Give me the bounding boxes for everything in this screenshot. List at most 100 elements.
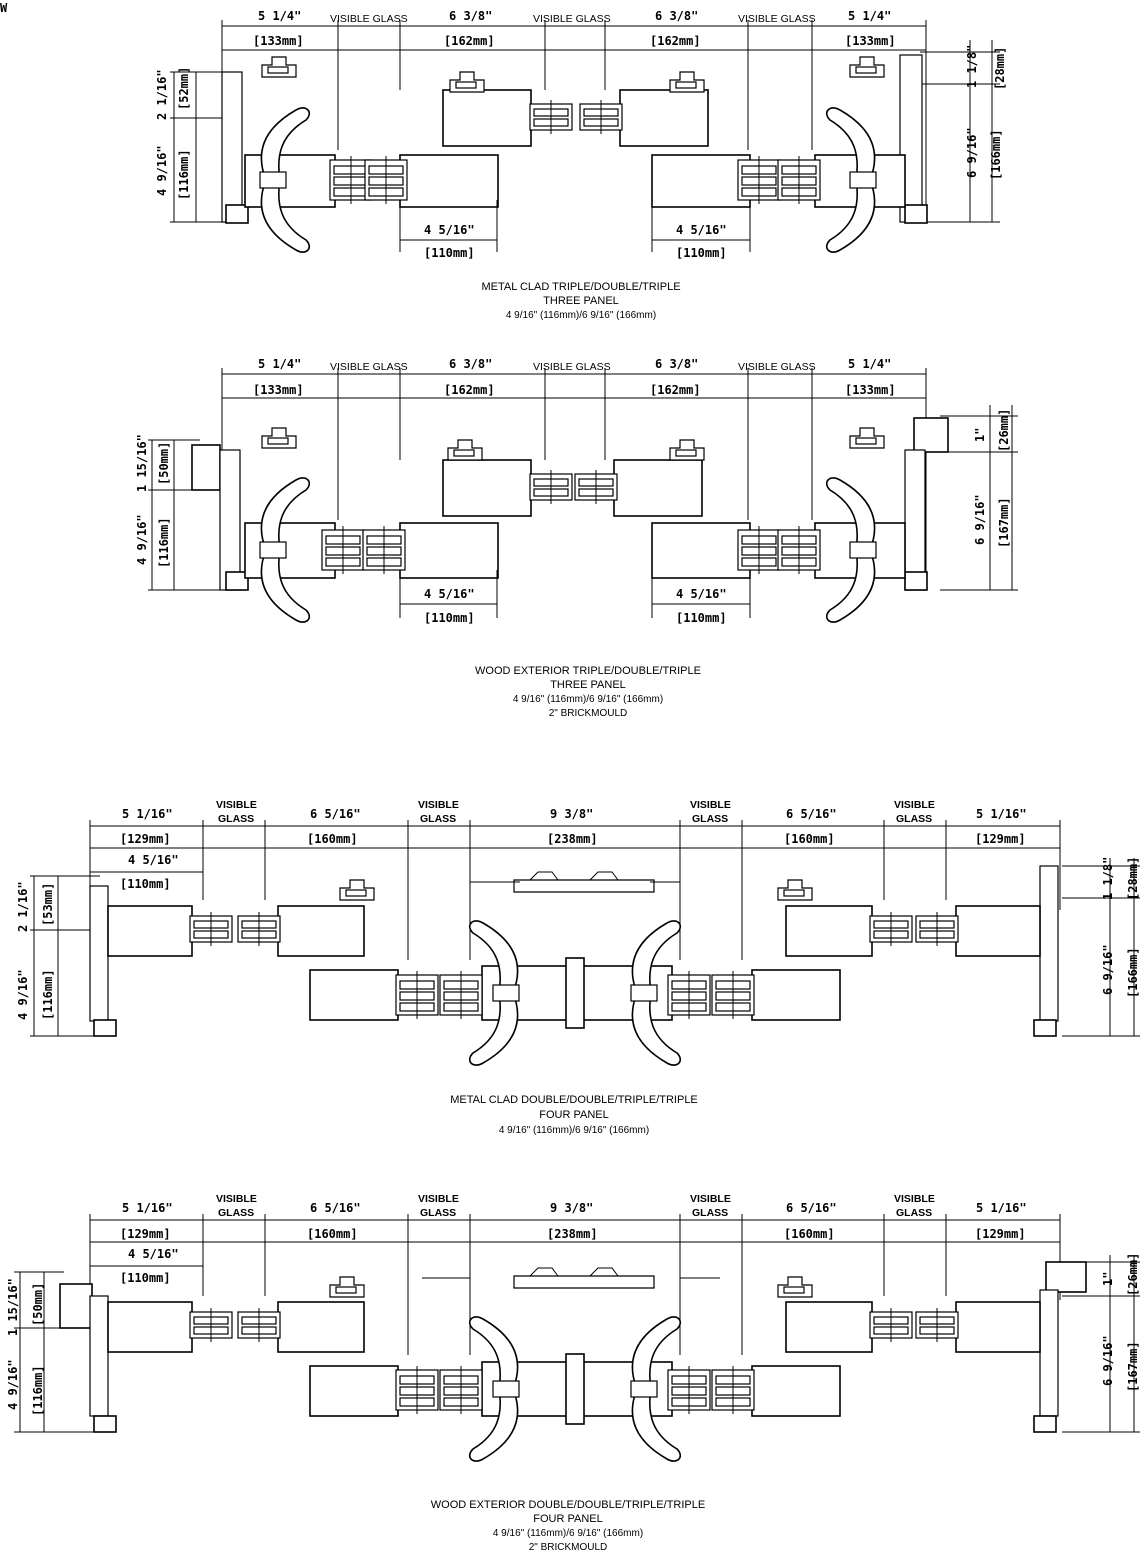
dim-right-2: 6 9/16" [1101,944,1115,995]
dim-right-2-mm: [166mm] [989,129,1003,180]
label-glass-1: GLASS [218,1207,254,1219]
dim-top-3: 9 3/8" [550,807,593,821]
dim-top-2: 6 5/16" [310,807,361,821]
dim-mm-2: [160mm] [307,832,358,846]
dim-right-2: 6 9/16" [965,127,979,178]
dim-right-2: 6 9/16" [1101,1335,1115,1386]
label-glass-3: GLASS [692,813,728,825]
caption-line-3: 4 9/16" (116mm)/6 9/16" (166mm) [513,694,663,705]
caption-line-1: WOOD EXTERIOR DOUBLE/DOUBLE/TRIPLE/TRIPL… [431,1499,705,1511]
dim-left-1: 2 1/16" [16,881,30,932]
dim-mm-5: [129mm] [975,1227,1026,1241]
label-glass-4: GLASS [896,813,932,825]
dim-top-1: 5 1/16" [122,1201,173,1215]
dim-left-2: 4 9/16" [155,145,169,196]
dim-mm-1: [129mm] [120,832,171,846]
dim-bottom-2: 4 5/16" [676,223,727,237]
dim-right-1-mm: [28mm] [1126,857,1140,900]
caption-line-4: 2" BRICKMOULD [549,708,628,719]
dim-mm-1: [133mm] [253,34,304,48]
caption-line-4: 2" BRICKMOULD [529,1542,608,1553]
dim-right-1-mm: [26mm] [1126,1253,1140,1296]
dim-left-2-mm: [116mm] [157,517,171,568]
label-glass-2: GLASS [420,1207,456,1219]
caption-line-1: WOOD EXTERIOR TRIPLE/DOUBLE/TRIPLE [475,665,701,677]
dim-inner-mm: [110mm] [120,1271,171,1285]
dim-right-2-mm: [166mm] [1126,947,1140,998]
dim-left-1-mm: [50mm] [157,442,171,485]
dim-bottom-1: 4 5/16" [424,587,475,601]
dim-right-1-mm: [26mm] [997,409,1011,452]
caption-line-2: THREE PANEL [543,295,619,307]
dim-right-1-mm: [28mm] [993,47,1007,90]
label-visible-glass-2: VISIBLE GLASS [533,361,611,373]
diagram-metal-clad-four-panel: 5 1/16" VISIBLE GLASS 6 5/16" VISIBLE GL… [16,799,1140,1136]
dim-mm-2: [162mm] [444,383,495,397]
dim-top-1: 5 1/4" [258,357,301,371]
caption-line-2: FOUR PANEL [533,1513,602,1525]
label-glass-1: GLASS [218,813,254,825]
dim-bottom-2: 4 5/16" [676,587,727,601]
dim-mm-1: [133mm] [253,383,304,397]
dim-right-1: 1" [1101,1272,1115,1286]
dim-top-2: 6 3/8" [449,9,492,23]
dim-left-2-mm: [116mm] [31,1365,45,1416]
caption-line-1: METAL CLAD TRIPLE/DOUBLE/TRIPLE [481,281,680,293]
dim-bottom-1: 4 5/16" [424,223,475,237]
dim-mm-3: [162mm] [650,34,701,48]
label-visible-glass-3: VISIBLE GLASS [738,13,816,25]
diagram-wood-exterior-four-panel: 5 1/16" VISIBLE GLASS 6 5/16" VISIBLE GL… [6,1193,1140,1553]
label-visible-3: VISIBLE [690,1193,731,1205]
label-visible-2: VISIBLE [418,1193,459,1205]
dim-mm-4: [160mm] [784,1227,835,1241]
label-visible-1: VISIBLE [216,799,257,811]
dim-right-2-mm: [167mm] [1126,1341,1140,1392]
dim-top-4: 5 1/4" [848,9,891,23]
diagram-wood-exterior-three-panel: 5 1/4" VISIBLE GLASS 6 3/8" VISIBLE GLAS… [135,357,1018,719]
dim-left-1: 2 1/16" [155,69,169,120]
dim-top-5: 5 1/16" [976,1201,1027,1215]
dim-mm-2: [162mm] [444,34,495,48]
label-visible-glass-3: VISIBLE GLASS [738,361,816,373]
dim-top-1: 5 1/16" [122,807,173,821]
dim-top-4: 6 5/16" [786,1201,837,1215]
label-visible-glass-1: VISIBLE GLASS [330,361,408,373]
label-visible-glass-1: VISIBLE GLASS [330,13,408,25]
dim-left-2: 4 9/16" [16,969,30,1020]
dim-top-4: 6 5/16" [786,807,837,821]
label-visible-4: VISIBLE [894,1193,935,1205]
dim-mm-2: [160mm] [307,1227,358,1241]
dim-top-3: 9 3/8" [550,1201,593,1215]
caption-line-3: 4 9/16" (116mm)/6 9/16" (166mm) [493,1528,643,1539]
caption-line-3: 4 9/16" (116mm)/6 9/16" (166mm) [499,1125,649,1136]
label-visible-2: VISIBLE [418,799,459,811]
dim-left-1: 1 15/16" [6,1278,20,1336]
dim-top-2: 6 3/8" [449,357,492,371]
dim-bottom-2-mm: [110mm] [676,611,727,625]
dim-right-1: 1 1/8" [1101,857,1115,900]
label-glass-3: GLASS [692,1207,728,1219]
dim-mm-3: [238mm] [547,1227,598,1241]
caption-line-1: METAL CLAD DOUBLE/DOUBLE/TRIPLE/TRIPLE [450,1094,698,1106]
dim-mm-3: [162mm] [650,383,701,397]
dim-right-1: 1" [973,428,987,442]
label-glass-2: GLASS [420,813,456,825]
label-visible-3: VISIBLE [690,799,731,811]
dim-bottom-1-mm: [110mm] [424,246,475,260]
dim-top-3: 6 3/8" [655,9,698,23]
dim-right-1: 1 1/8" [965,45,979,88]
dim-bottom-1-mm: [110mm] [424,611,475,625]
diagram-metal-clad-three-panel: 5 1/4" VISIBLE GLASS 6 3/8" VISIBLE GLAS… [155,9,1007,321]
dim-right-2-mm: [167mm] [997,497,1011,548]
caption-line-3: 4 9/16" (116mm)/6 9/16" (166mm) [506,310,656,321]
caption-line-2: THREE PANEL [550,679,626,691]
dim-right-2: 6 9/16" [973,494,987,545]
dim-mm-4: [133mm] [845,34,896,48]
dim-mm-1: [129mm] [120,1227,171,1241]
dim-left-2-mm: [116mm] [41,969,55,1020]
dim-left-1: 1 15/16" [135,434,149,492]
corner-label: W [0,1,8,15]
dim-top-3: 6 3/8" [655,357,698,371]
dim-top-2: 6 5/16" [310,1201,361,1215]
